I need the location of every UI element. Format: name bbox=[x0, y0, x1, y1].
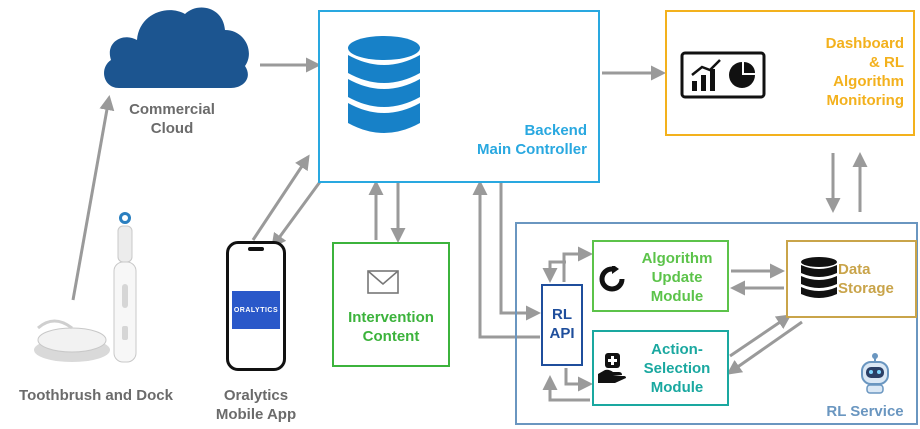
hand-plus-icon bbox=[598, 353, 626, 383]
cloud-icon bbox=[104, 7, 249, 89]
database-icon bbox=[348, 36, 420, 133]
dashboard-box bbox=[665, 10, 915, 136]
robot-icon bbox=[861, 353, 889, 394]
refresh-icon bbox=[599, 266, 625, 292]
rl-service-container bbox=[515, 222, 918, 425]
algorithm-update-box bbox=[592, 240, 729, 312]
phone-notch bbox=[248, 247, 264, 251]
toothbrush-label: Toothbrush and Dock bbox=[19, 387, 173, 404]
analytics-chart-icon bbox=[680, 51, 766, 99]
phone-icon: ORALYTICS bbox=[226, 241, 286, 371]
rl-service-label: RL Service bbox=[826, 403, 904, 420]
rl-api-box bbox=[541, 284, 583, 366]
oralytics-app-logo: ORALYTICS bbox=[232, 291, 280, 329]
envelope-icon bbox=[367, 270, 399, 294]
database-icon bbox=[801, 257, 837, 298]
toothbrush-icon bbox=[34, 212, 137, 363]
data-storage-box bbox=[786, 240, 917, 318]
intervention-content-box bbox=[332, 242, 450, 367]
